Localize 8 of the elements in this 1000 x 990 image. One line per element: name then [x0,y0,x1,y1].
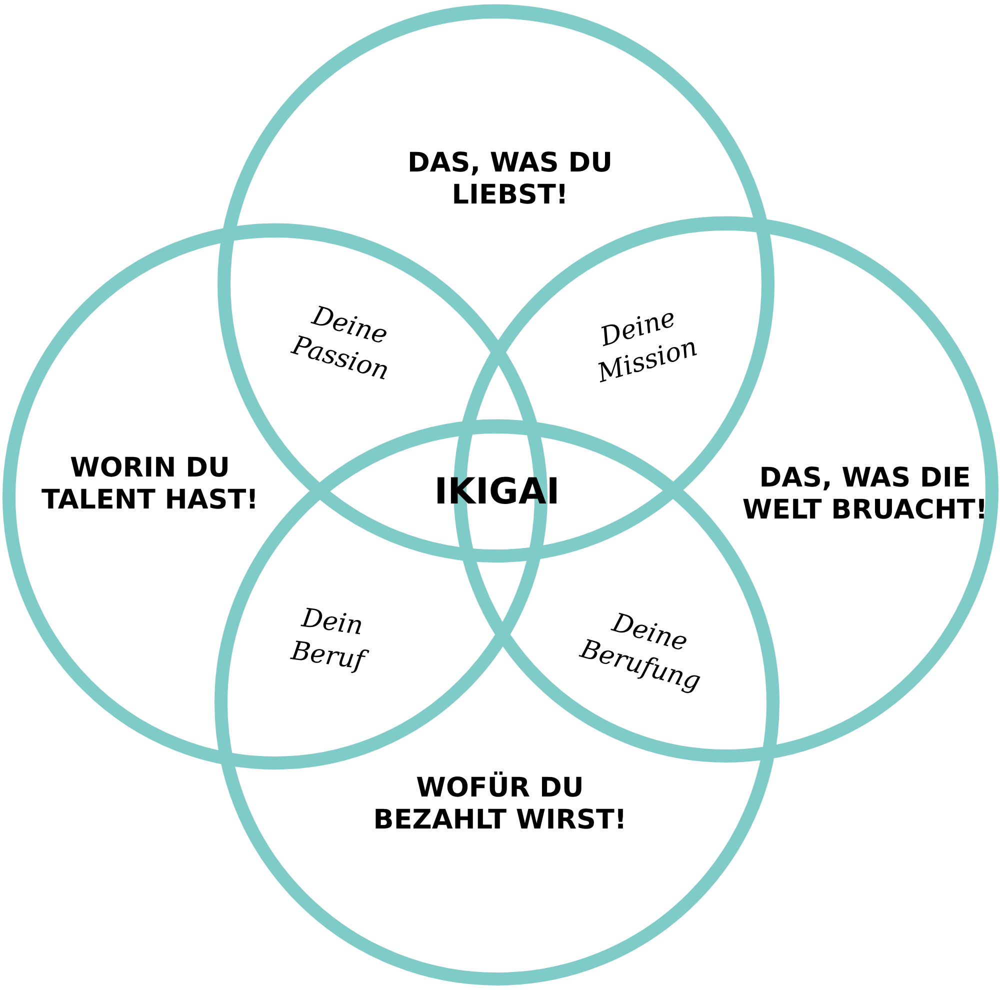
overlap-label: Deine Passion [288,300,394,388]
circle-heading: WORIN DU TALENT HAST! [40,452,260,518]
circle-heading: DAS, WAS DU LIEBST! [406,148,614,212]
overlap-label: Deine Mission [593,302,702,391]
circle-heading: WOFÜR DU BEZAHLT WIRST! [372,772,628,838]
circle-heading: DAS, WAS DIE WELT BRUACHT! [741,462,989,528]
overlap-label: Dein Beruf [270,598,390,682]
center-label: IKIGAI [433,470,561,515]
